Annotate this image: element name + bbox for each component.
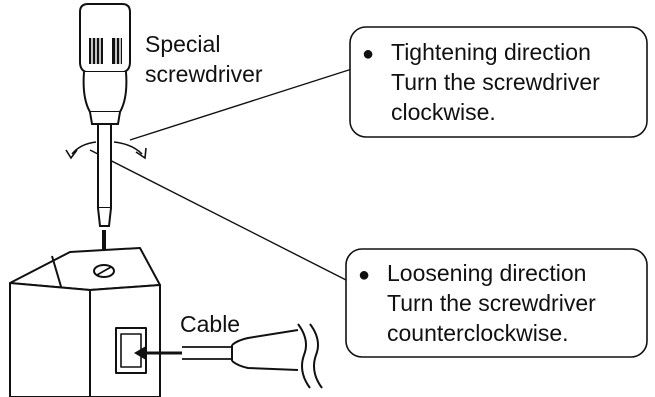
screwdriver-label-line1: Special bbox=[145, 31, 220, 57]
cable bbox=[134, 323, 323, 389]
screwdriver-label-line2: screwdriver bbox=[145, 61, 263, 87]
rotation-arrows bbox=[65, 141, 147, 160]
tightening-title: Tightening direction bbox=[391, 39, 591, 65]
leader-line-loosening bbox=[89, 149, 351, 283]
loosening-line2: Turn the screwdriver bbox=[387, 290, 596, 316]
tightening-note: ● Tightening direction Turn the screwdri… bbox=[349, 26, 648, 138]
rotation-arrow-left-icon bbox=[71, 141, 97, 155]
rotation-arrow-right-icon bbox=[113, 141, 143, 155]
grip-right-icon bbox=[112, 38, 122, 64]
screwdriver bbox=[79, 3, 131, 227]
leader-line-tightening bbox=[129, 67, 356, 141]
loosening-bullet: ● bbox=[358, 264, 370, 286]
tightening-line2: Turn the screwdriver bbox=[391, 69, 600, 95]
terminal-block bbox=[9, 247, 161, 397]
loosening-title: Loosening direction bbox=[387, 260, 586, 286]
tightening-bullet: ● bbox=[362, 43, 374, 65]
loosening-line3: counterclockwise. bbox=[387, 320, 569, 346]
loosening-note: ● Loosening direction Turn the screwdriv… bbox=[345, 248, 648, 358]
tightening-line3: clockwise. bbox=[391, 99, 496, 125]
cable-label: Cable bbox=[180, 311, 240, 337]
